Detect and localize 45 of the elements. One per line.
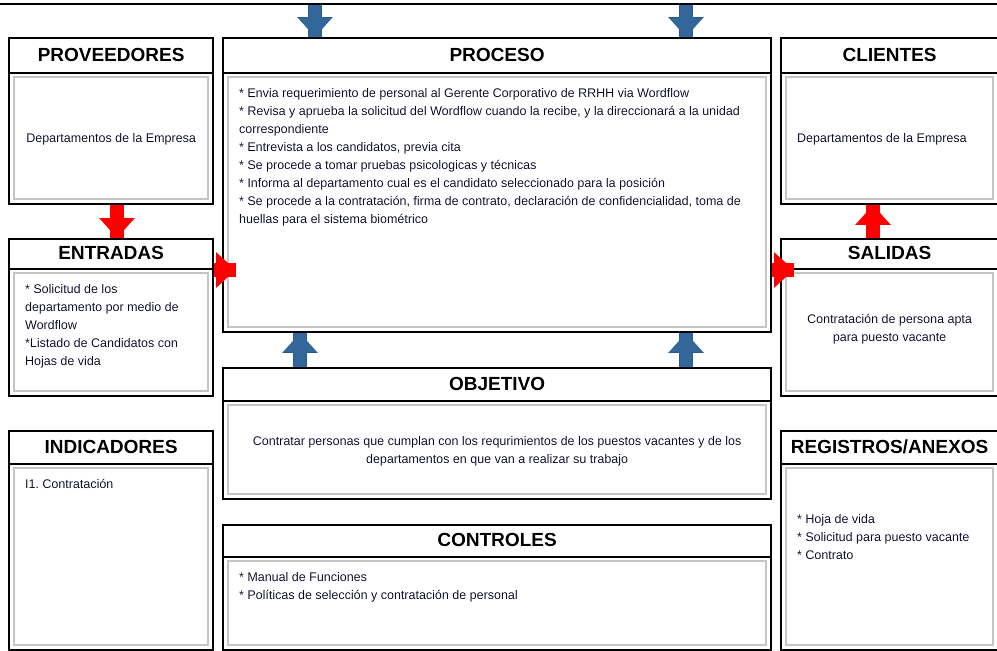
- list-item: * Informa al departamento cual es el candidato seleccionado para la posición: [239, 175, 666, 192]
- section-box: [8, 37, 214, 205]
- block-arrow: [214, 252, 236, 288]
- section-box: [222, 524, 772, 651]
- list-item: * Solicitud de los departamento por medio de Wordflow: [25, 281, 180, 334]
- list-item: * Hoja de vida: [797, 511, 876, 528]
- section-heading: SALIDAS: [782, 240, 997, 270]
- section-box: [780, 238, 997, 397]
- section-box: [222, 37, 772, 333]
- section-box: [222, 367, 772, 500]
- list-item: * Se procede a la contratación, firma de contrato, declaración de confidencialidad, toma de huellas para el sistema biométrico: [239, 193, 742, 228]
- list-item: * Políticas de selección y contratación de personal: [239, 587, 519, 604]
- section-box: [780, 430, 997, 651]
- section-heading: PROVEEDORES: [10, 39, 212, 74]
- block-arrow: [282, 333, 318, 367]
- section-heading: INDICADORES: [10, 432, 212, 465]
- body-text: Departamentos de la Empresa: [25, 130, 197, 147]
- section-heading: PROCESO: [224, 39, 770, 74]
- block-arrow: [668, 333, 704, 367]
- block-arrow: [297, 5, 333, 37]
- block-arrow: [99, 205, 135, 238]
- section-heading: ENTRADAS: [10, 240, 212, 270]
- list-item: * Envia requerimiento de personal al Gerente Corporativo de RRHH via Wordflow: [239, 85, 690, 102]
- list-item: * Manual de Funciones: [239, 569, 368, 586]
- section-box: [8, 238, 214, 397]
- list-item: * Se procede a tomar pruebas psicologicas y técnicas: [239, 157, 538, 174]
- body-text: Contratación de persona apta para puesto vacante: [806, 311, 973, 346]
- list-item: * Revisa y aprueba la solicitud del Wordflow cuando la recibe, y la direccionará a la unidad correspondiente: [239, 103, 741, 138]
- body-text: I1. Contratación: [25, 476, 114, 493]
- body-text: Departamentos de la Empresa: [797, 130, 968, 147]
- frame-bar: [0, 0, 997, 5]
- section-box: [780, 37, 997, 205]
- list-item: *Listado de Candidatos con Hojas de vida: [25, 335, 179, 370]
- list-item: * Solicitud para puesto vacante: [797, 529, 970, 546]
- block-arrow: [668, 5, 704, 37]
- list-item: * Contrato: [797, 547, 854, 564]
- section-box: [8, 430, 214, 651]
- section-heading: REGISTROS/ANEXOS: [782, 432, 997, 465]
- body-text: Contratar personas que cumplan con los requrimientos de los puestos vacantes y de los departamentos en que van a realizar su trabajo: [252, 433, 742, 468]
- block-arrow: [855, 205, 891, 238]
- list-item: * Entrevista a los candidatos, previa cita: [239, 139, 462, 156]
- section-heading: CLIENTES: [782, 39, 997, 74]
- block-arrow: [772, 252, 794, 288]
- section-heading: CONTROLES: [224, 526, 770, 558]
- section-heading: OBJETIVO: [224, 369, 770, 402]
